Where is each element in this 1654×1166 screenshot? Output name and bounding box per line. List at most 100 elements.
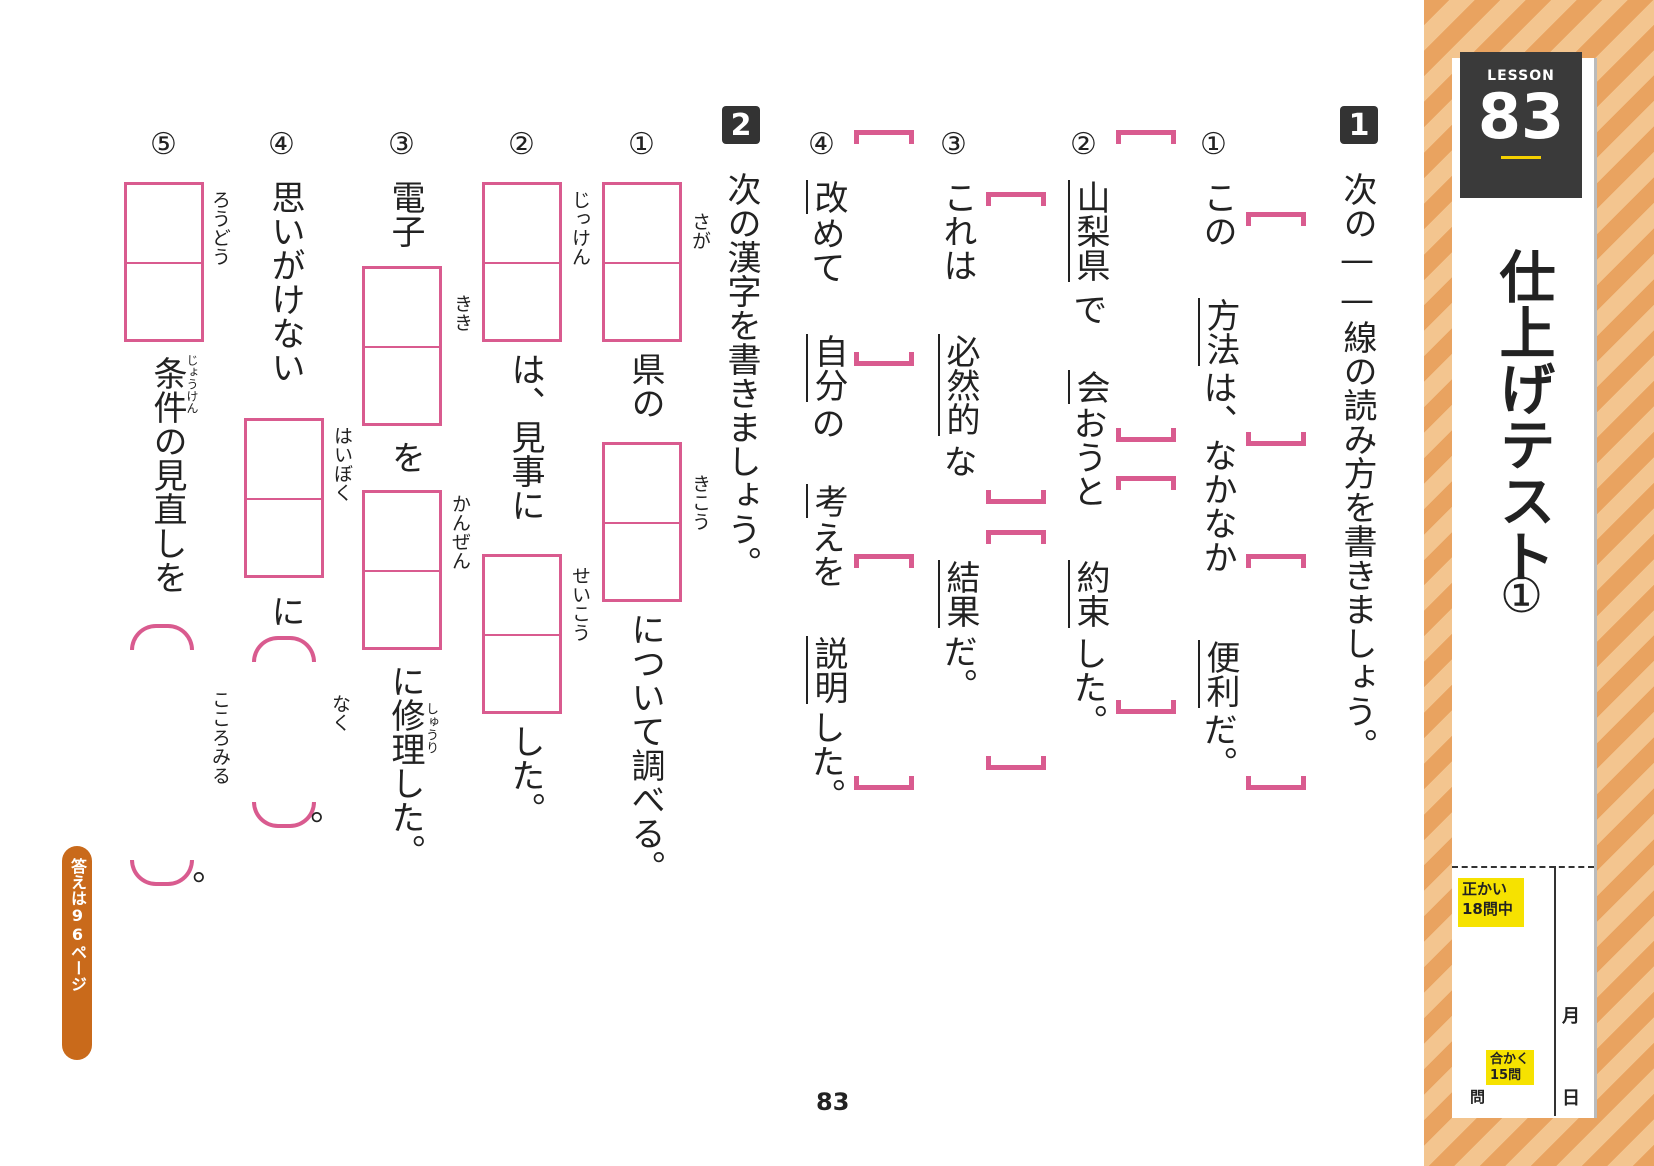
- s1-q3-answer2-top: [986, 530, 1046, 544]
- s1-q1-text-b: は、なかなか: [1197, 370, 1237, 574]
- s1-q2-answer1-top: [1116, 130, 1176, 144]
- s1-q3-underlined-1: 必然的: [938, 334, 980, 436]
- s1-q4-text-a: めて: [805, 216, 845, 284]
- score-vline: [1554, 866, 1556, 1116]
- section1-number: 1: [1340, 106, 1378, 144]
- s1-q4-underlined-3: 考: [806, 484, 848, 518]
- s2-q3-box2[interactable]: [362, 490, 442, 650]
- s1-q3-answer1-top: [986, 192, 1046, 206]
- s2-q2-box1[interactable]: [482, 182, 562, 342]
- s2-q5-box1[interactable]: [124, 182, 204, 342]
- s2-q3-text2: に修理した。: [385, 664, 425, 868]
- answer-reference-text: 答えは96ページ: [68, 858, 87, 992]
- s1-q2-underlined-2: 会: [1068, 370, 1110, 404]
- s2-q3-ruby1: きき: [451, 294, 473, 332]
- score-unit: 問: [1470, 1088, 1486, 1106]
- s1-q4-text-b: の: [805, 406, 845, 440]
- s1-q4-answer1-bottom[interactable]: [854, 352, 914, 366]
- s1-q2-text-b: おうと: [1067, 406, 1107, 508]
- s2-q5-ruby2: こころみる: [209, 690, 231, 785]
- s1-q4-underlined-1: 改: [806, 180, 848, 214]
- s1-q4-text-c: えを: [805, 520, 845, 588]
- s2-q4-marker: ④: [268, 127, 295, 162]
- s1-q1-text-c: だ。: [1197, 712, 1237, 780]
- s1-q4-answer2-bottom[interactable]: [854, 776, 914, 790]
- s1-q2-underlined-1: 山梨県: [1068, 180, 1110, 282]
- s1-q4-underlined-4: 説明: [806, 636, 848, 704]
- s2-q4-paren-top: [252, 636, 316, 662]
- s2-q2-ruby1: じっけん: [569, 190, 591, 266]
- day-label: 日: [1562, 1088, 1580, 1109]
- title-number: ①: [1500, 568, 1544, 624]
- page-title: 仕上げテスト: [1490, 248, 1555, 584]
- s2-q4-pre: 思いがけない: [265, 180, 305, 384]
- s1-q1-answer2-top: [1246, 554, 1306, 568]
- s2-q2-marker: ②: [508, 127, 535, 162]
- s2-q1-ruby1: さが: [689, 212, 711, 250]
- s1-q4-answer1-top: [854, 130, 914, 144]
- s2-q1-box2[interactable]: [602, 442, 682, 602]
- s2-q4-box1[interactable]: [244, 418, 324, 578]
- s2-q1-text2: について調べる。: [625, 612, 665, 884]
- s1-q1-text-a: この: [1197, 180, 1237, 248]
- s2-q4-ruby2: なく: [329, 694, 351, 732]
- s1-q1-marker: ①: [1200, 127, 1227, 162]
- s2-q5-text2: 。: [165, 870, 205, 904]
- lesson-badge: LESSON 83: [1460, 52, 1582, 198]
- s1-q1-underlined-1: 方法: [1198, 298, 1240, 366]
- score-label: 正かい 18問中: [1458, 878, 1524, 927]
- s2-q5-ruby1: ろうどう: [209, 190, 231, 266]
- s1-q2-answer2-top: [1116, 476, 1176, 490]
- s2-q4-text2: 。: [283, 810, 323, 844]
- s1-q2-underlined-3: 約束: [1068, 560, 1110, 628]
- s2-q4-text1: に: [265, 594, 305, 628]
- s2-q3-text1: を: [385, 440, 425, 474]
- s2-q2-text2: した。: [505, 724, 545, 826]
- s1-q2-answer2-bottom[interactable]: [1116, 700, 1176, 714]
- s1-q2-text-a: で: [1067, 292, 1107, 326]
- s1-q4-underlined-2: 自分: [806, 334, 848, 402]
- score-divider: [1452, 866, 1594, 868]
- lesson-word: LESSON: [1487, 68, 1555, 84]
- s1-q1-underlined-2: 便利: [1198, 640, 1240, 708]
- s2-q5-paren-top: [130, 624, 194, 650]
- page-number: 83: [816, 1088, 850, 1116]
- s2-q3-box1[interactable]: [362, 266, 442, 426]
- s1-q2-answer1-bottom[interactable]: [1116, 428, 1176, 442]
- s1-q2-text-c: した。: [1067, 636, 1107, 738]
- s1-q3-underlined-2: 結果: [938, 560, 980, 628]
- lesson-number: 83: [1477, 80, 1565, 153]
- s2-q1-ruby2: きこう: [689, 474, 711, 531]
- s2-q5-text1: 条件の見直しを: [147, 356, 187, 594]
- s2-q2-box2[interactable]: [482, 554, 562, 714]
- s1-q3-answer2-bottom[interactable]: [986, 756, 1046, 770]
- section2-instruction: 次の漢字を書きましょう。: [721, 172, 761, 580]
- s1-q1-answer1-bottom[interactable]: [1246, 432, 1306, 446]
- s1-q3-text-c: だ。: [937, 634, 977, 702]
- s1-q3-text-b: な: [937, 444, 977, 478]
- answer-reference-tab[interactable]: 答えは96ページ: [62, 846, 92, 1060]
- s2-q3-furigana: しゅうり: [423, 702, 438, 754]
- s2-q2-text1: は、見事に: [505, 352, 545, 522]
- s1-q3-answer1-bottom[interactable]: [986, 490, 1046, 504]
- s2-q5-marker: ⑤: [150, 127, 177, 162]
- s1-q3-text-a: これは: [937, 180, 977, 282]
- section2-number: 2: [722, 106, 760, 144]
- month-label: 月: [1562, 1006, 1580, 1027]
- s2-q5-furigana: じょうけん: [185, 354, 199, 414]
- s2-q4-ruby1: はいぼく: [331, 426, 353, 502]
- s1-q1-answer2-bottom[interactable]: [1246, 776, 1306, 790]
- s1-q4-marker: ④: [808, 127, 835, 162]
- s1-q2-marker: ②: [1070, 127, 1097, 162]
- s2-q2-ruby2: せいこう: [569, 566, 591, 642]
- s2-q3-pre: 電子: [385, 180, 425, 248]
- goal-label: 合かく 15問: [1486, 1050, 1534, 1086]
- s1-q4-answer2-top: [854, 554, 914, 568]
- s2-q1-box1[interactable]: [602, 182, 682, 342]
- s1-q3-marker: ③: [940, 127, 967, 162]
- section1-instruction: 次の——線の読み方を書きましょう。: [1337, 172, 1377, 762]
- s2-q1-marker: ①: [628, 127, 655, 162]
- s2-q3-ruby2: かんぜん: [449, 494, 471, 570]
- lesson-underline: [1501, 156, 1541, 159]
- s2-q1-text1: 県の: [625, 352, 665, 420]
